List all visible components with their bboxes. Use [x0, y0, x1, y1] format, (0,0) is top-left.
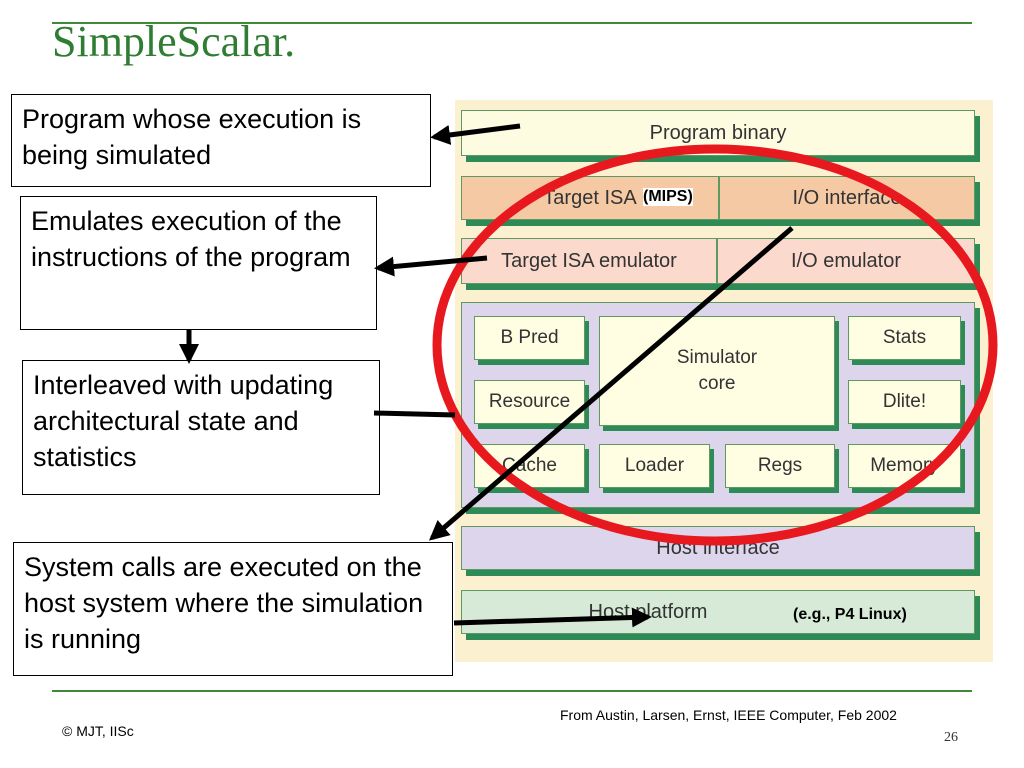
slide-title: SimpleScalar. [52, 17, 296, 66]
layer-io-emulator-label: I/O emulator [790, 249, 902, 272]
module-dlite-label: Dlite! [882, 391, 927, 412]
arrow-to-emulates-callout [374, 255, 488, 277]
arrow-to-program-callout [430, 123, 521, 145]
module-bpred: B Pred [474, 316, 585, 360]
callout-emulates-text: Emulates execution of the instructions o… [31, 206, 351, 272]
layer-target-isa-emulator: Target ISA emulator [461, 238, 717, 284]
module-stats: Stats [848, 316, 961, 360]
module-bpred-label: B Pred [500, 327, 559, 348]
module-loader-label: Loader [624, 455, 685, 476]
module-resource-label: Resource [488, 391, 571, 412]
layer-target-isa-label: Target ISA [543, 186, 637, 209]
callout-syscalls-text: System calls are executed on the host sy… [24, 552, 424, 654]
top-rule [52, 22, 972, 24]
module-regs-label: Regs [757, 455, 803, 476]
bottom-rule [52, 690, 972, 692]
layer-target-isa-emulator-label: Target ISA emulator [501, 249, 677, 272]
footer-copyright: © MJT, IISc [62, 723, 134, 739]
mips-annotation: (MIPS) [643, 188, 693, 206]
footer-reference: From Austin, Larsen, Ernst, IEEE Compute… [560, 707, 897, 723]
page-number: 26 [944, 730, 958, 745]
host-example-annotation: (e.g., P4 Linux) [793, 606, 907, 623]
arrow-to-host-platform [453, 607, 652, 628]
callout-program-text: Program whose execution is being simulat… [22, 104, 362, 170]
module-regs: Regs [725, 444, 835, 488]
highlight-ellipse [432, 144, 998, 546]
module-dlite: Dlite! [848, 380, 961, 424]
layer-program-binary-label: Program binary [649, 121, 787, 144]
callout-syscalls: System calls are executed on the host sy… [13, 542, 453, 676]
arrow-from-interleaved-callout [373, 410, 456, 418]
module-simulator-core-label: Simulator core [676, 347, 758, 394]
module-cache-label: Cache [502, 455, 557, 476]
layer-io-interface-label: I/O interface [792, 186, 902, 209]
callout-program: Program whose execution is being simulat… [11, 94, 431, 187]
callout-emulates: Emulates execution of the instructions o… [20, 196, 377, 330]
callout-interleaved-text: Interleaved with updating architectural … [33, 370, 334, 472]
callout-interleaved: Interleaved with updating architectural … [22, 360, 380, 495]
module-resource: Resource [474, 380, 585, 424]
module-loader: Loader [599, 444, 710, 488]
layer-io-interface: I/O interface [719, 176, 975, 220]
module-simulator-core: Simulator core [599, 316, 835, 426]
layer-host-platform: Host platform [461, 590, 975, 634]
layer-io-emulator: I/O emulator [717, 238, 975, 284]
diagonal-syscall-arrow [428, 226, 794, 541]
module-stats-label: Stats [882, 327, 927, 348]
